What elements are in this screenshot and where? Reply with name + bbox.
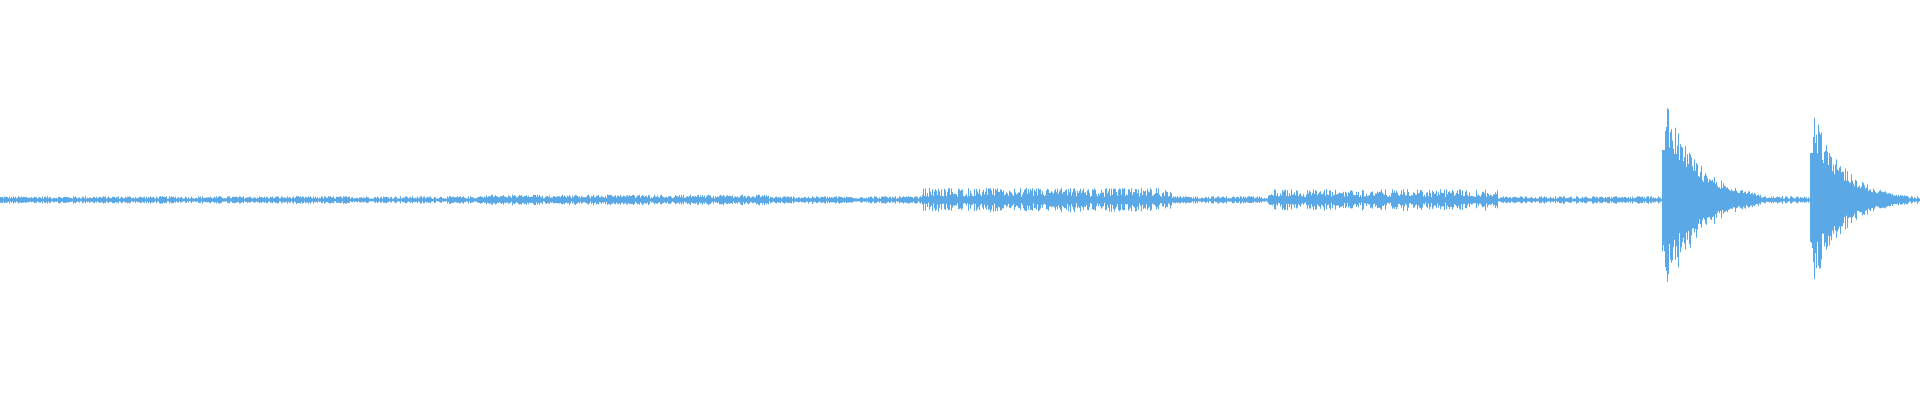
waveform-samples [0,108,1920,282]
waveform-path [0,108,1920,282]
